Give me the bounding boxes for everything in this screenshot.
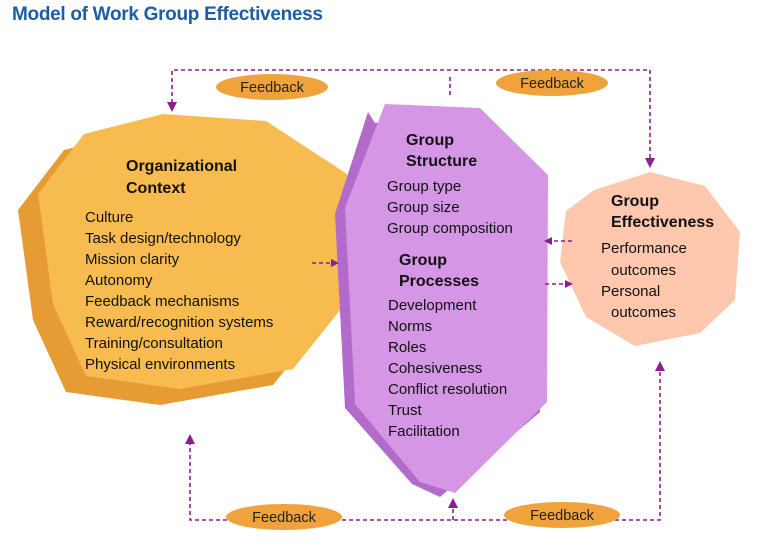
feedback-top-right: Feedback	[496, 70, 608, 96]
feedback-top-left: Feedback	[216, 74, 328, 100]
effectiveness-item: Performance	[601, 240, 687, 257]
processes-item: Trust	[388, 402, 422, 419]
group-processes-heading-2: Processes	[399, 273, 479, 290]
arrowhead-from-effectiveness	[655, 361, 665, 371]
organizational-context-heading-1: Organizational	[126, 158, 237, 175]
group-structure-heading-1: Group	[406, 132, 454, 149]
feedback-bottom-right: Feedback	[504, 502, 620, 528]
context-item: Culture	[85, 209, 133, 226]
feedback-top-left-label: Feedback	[240, 80, 304, 96]
processes-item: Roles	[388, 339, 426, 356]
arrowhead-from-context	[185, 434, 195, 444]
arrowhead-from-group	[448, 498, 458, 508]
processes-item: Facilitation	[388, 423, 460, 440]
processes-item: Conflict resolution	[388, 381, 507, 398]
group-effectiveness-shape	[560, 172, 740, 346]
context-item: Training/consultation	[85, 335, 223, 352]
structure-item: Group size	[387, 199, 460, 216]
arrowhead-into-effectiveness	[645, 158, 655, 168]
feedback-loop-lines	[171, 69, 661, 521]
bottom-feedback-line	[189, 365, 661, 521]
context-item: Reward/recognition systems	[85, 314, 273, 331]
feedback-bottom-left-label: Feedback	[252, 510, 316, 526]
structure-item: Group composition	[387, 220, 513, 237]
context-item: Mission clarity	[85, 251, 180, 268]
effectiveness-item: outcomes	[611, 262, 676, 279]
processes-item: Cohesiveness	[388, 360, 482, 377]
feedback-bottom-left: Feedback	[226, 504, 342, 530]
effectiveness-item: Personal	[601, 283, 660, 300]
group-processes-heading-1: Group	[399, 252, 447, 269]
group-structure-heading-2: Structure	[406, 153, 477, 170]
context-item: Autonomy	[85, 272, 153, 289]
context-item: Feedback mechanisms	[85, 293, 239, 310]
group-effectiveness-heading-1: Group	[611, 193, 659, 210]
organizational-context-heading-2: Context	[126, 180, 186, 197]
arrowhead-into-context	[167, 102, 177, 112]
flow-arrows	[312, 237, 573, 288]
feedback-top-right-label: Feedback	[520, 76, 584, 92]
diagram-title: Model of Work Group Effectiveness	[12, 4, 323, 25]
processes-item: Development	[388, 297, 477, 314]
processes-item: Norms	[388, 318, 432, 335]
effectiveness-item: outcomes	[611, 304, 676, 321]
context-item: Physical environments	[85, 356, 235, 373]
context-item: Task design/technology	[85, 230, 241, 247]
feedback-arrowheads	[167, 102, 665, 508]
feedback-bottom-right-label: Feedback	[530, 508, 594, 524]
group-effectiveness-heading-2: Effectiveness	[611, 214, 714, 231]
organizational-context-shape	[18, 114, 357, 405]
group-shape	[335, 104, 548, 497]
structure-item: Group type	[387, 178, 461, 195]
